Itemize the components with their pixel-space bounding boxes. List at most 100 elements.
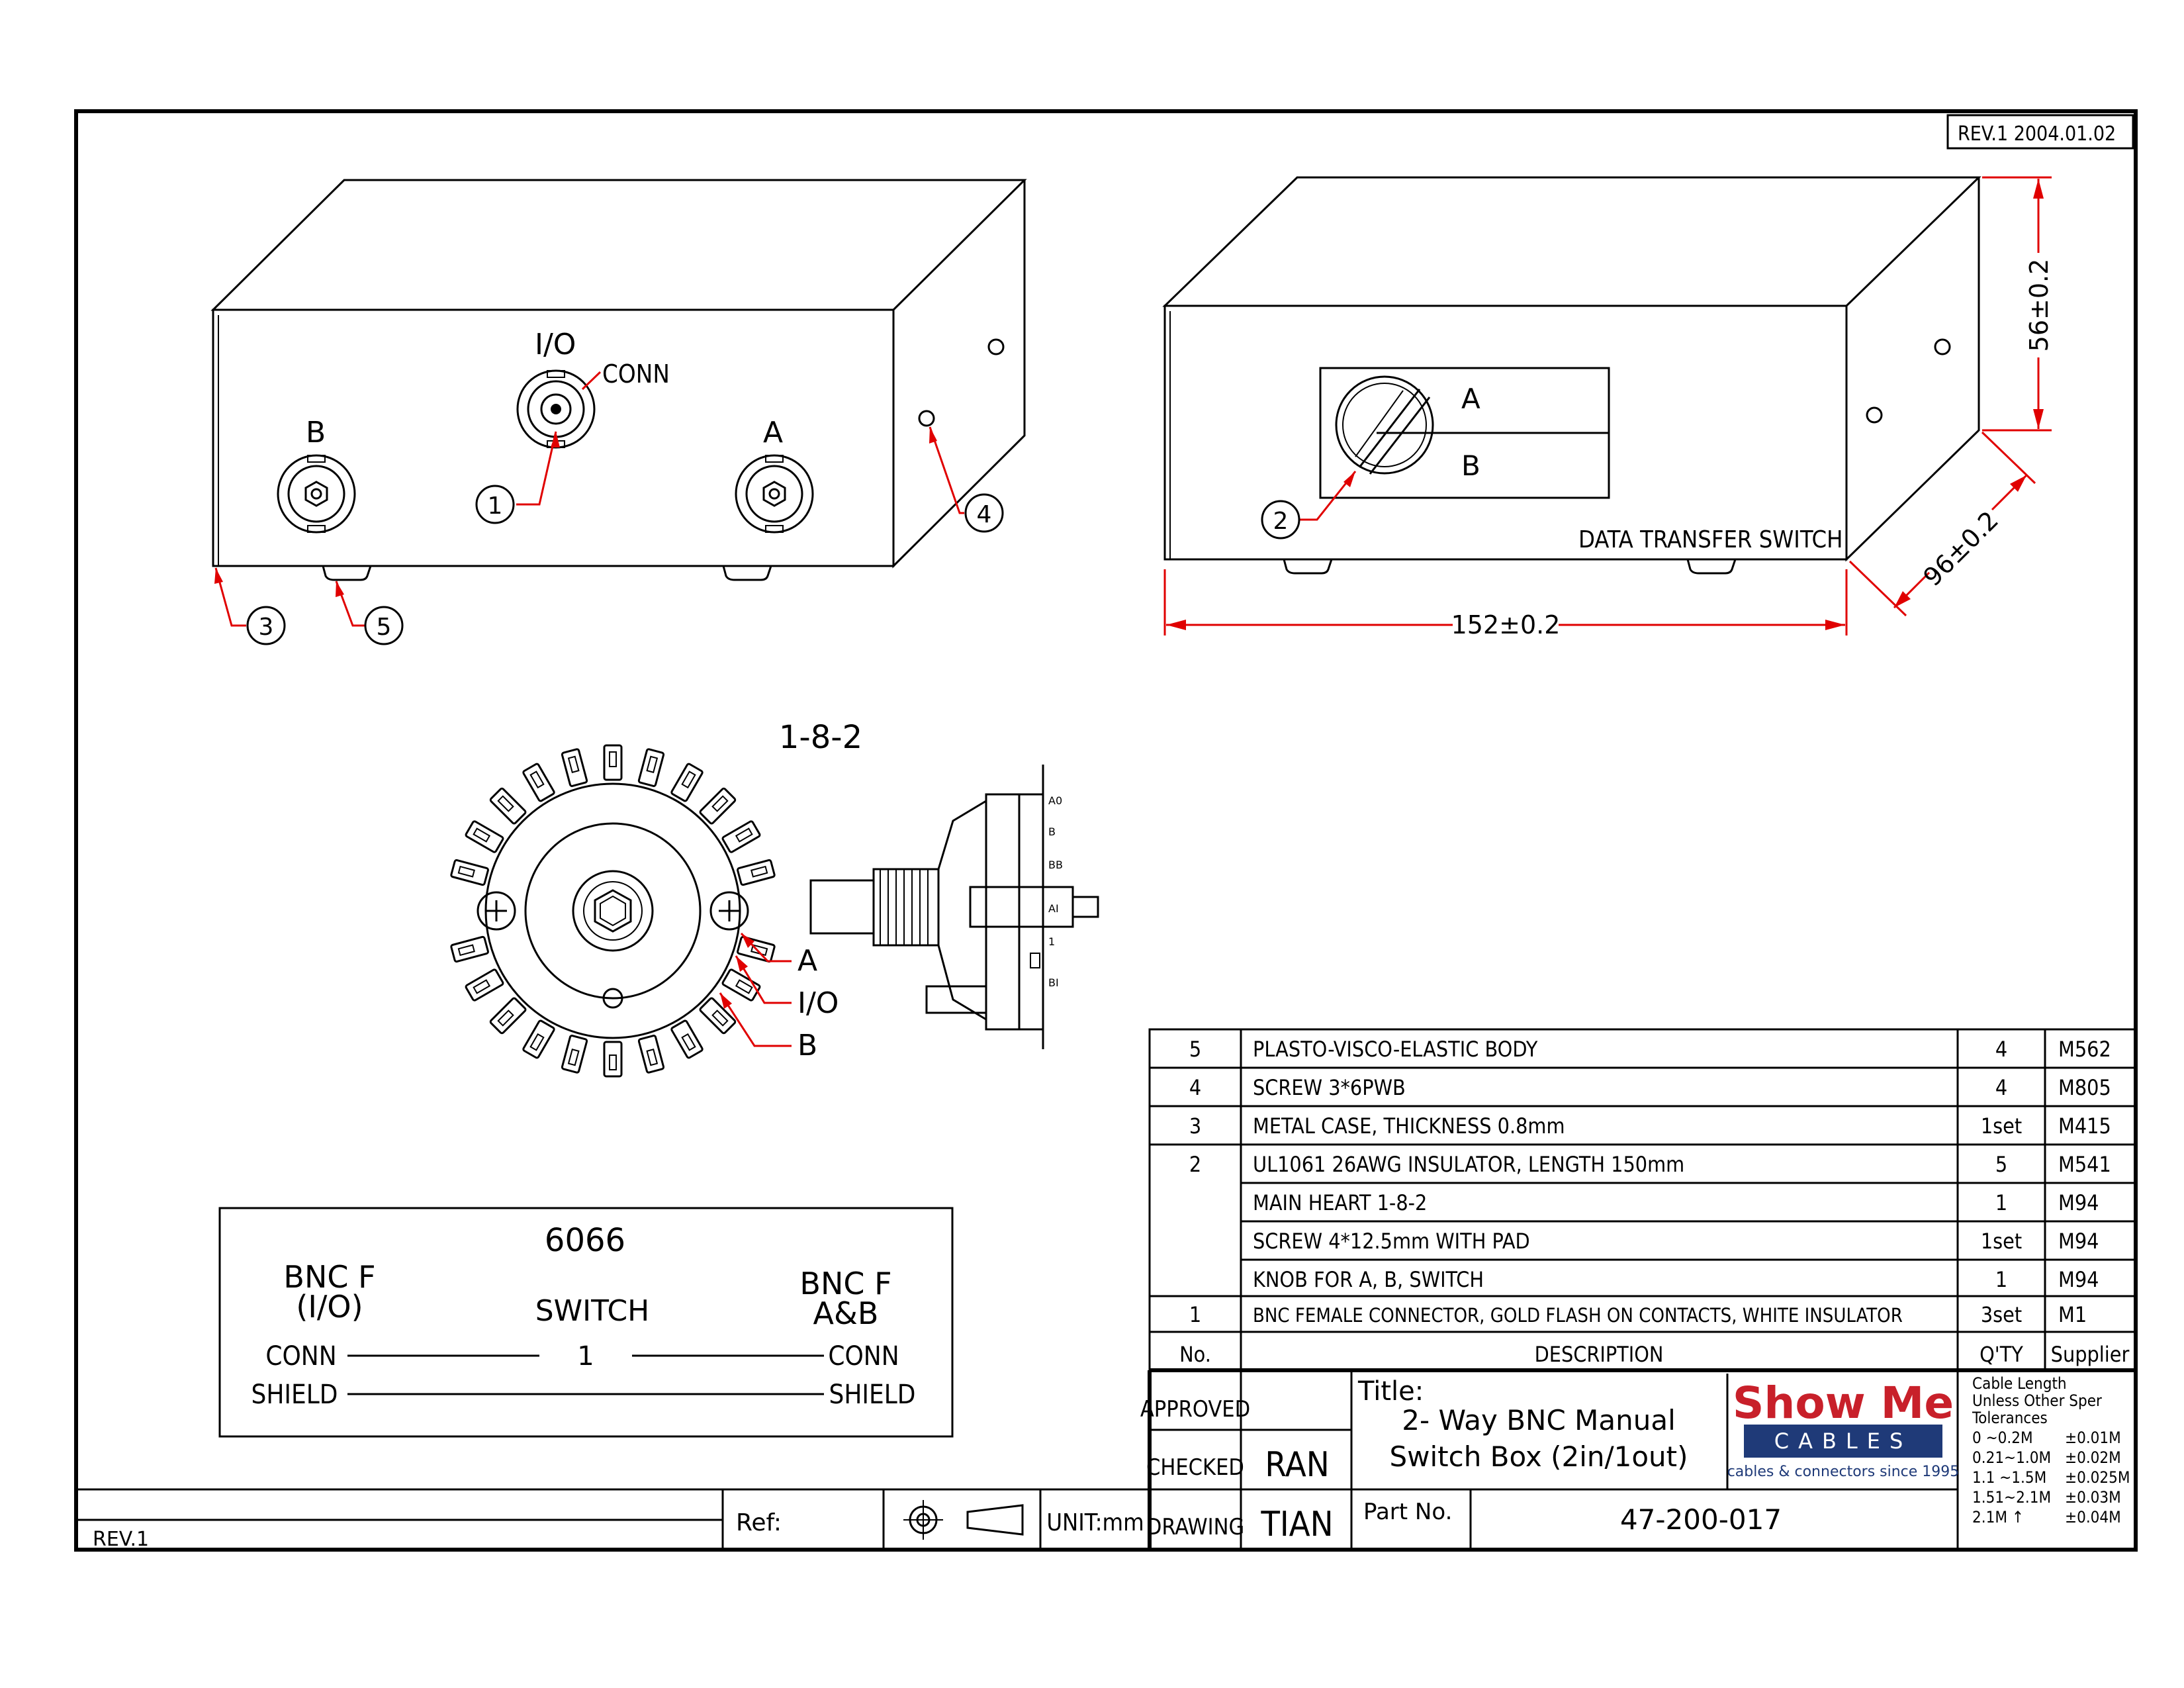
callout-b-terminal: B: [719, 992, 817, 1062]
switch-terminal: [737, 859, 776, 886]
revision-date: REV.1 2004.01.02: [1958, 122, 2116, 146]
bom-header-qty: Q'TY: [1979, 1342, 2023, 1367]
switch-terminal-hole: [529, 771, 545, 789]
svg-text:APPROVED: APPROVED: [1140, 1396, 1250, 1423]
tolerance-range: 2.1M ↑: [1972, 1508, 2024, 1526]
svg-text:BNC F: BNC F: [799, 1266, 891, 1301]
callout-5: 5: [335, 581, 404, 645]
bnc-b-connector: [277, 454, 356, 534]
svg-text:3: 3: [259, 614, 274, 641]
svg-text:cables & connectors since 1995: cables & connectors since 1995: [1727, 1464, 1960, 1480]
bom-row-supplier: M805: [2058, 1075, 2111, 1100]
switch-terminal-hole: [457, 865, 475, 878]
switch-terminal-hole: [497, 1009, 514, 1027]
svg-text:SHIELD: SHIELD: [251, 1380, 338, 1410]
svg-text:A&B: A&B: [813, 1295, 879, 1331]
switch-terminal: [465, 968, 504, 1002]
svg-text:A: A: [797, 944, 817, 978]
height-dimension: 56±0.2: [1982, 176, 2054, 432]
checked-by: RAN: [1265, 1445, 1329, 1485]
switch-terminal: [737, 935, 776, 963]
switch-terminal: [670, 1019, 704, 1059]
switch-terminal: [489, 787, 527, 825]
switch-terminal: [450, 935, 489, 963]
tolerance-table: Cable Length Unless Other Sper Tolerance…: [1972, 1374, 2130, 1526]
tolerance-value: ±0.02M: [2065, 1448, 2121, 1467]
svg-text:I/O: I/O: [797, 986, 839, 1020]
switch-terminal: [522, 1019, 555, 1059]
switch-terminal: [637, 748, 665, 787]
unit-label: UNIT:mm: [1046, 1509, 1144, 1536]
bom-row-desc: UL1061 26AWG INSULATOR, LENGTH 150mm: [1253, 1152, 1684, 1177]
tolerance-range: 0.21~1.0M: [1972, 1448, 2051, 1467]
projection-symbol-icon: [903, 1500, 1024, 1540]
bom-row-supplier: M94: [2058, 1267, 2099, 1292]
sheet-frame: [74, 109, 2138, 1552]
a-label: A: [763, 416, 783, 449]
bom-row-no: 5: [1189, 1037, 1201, 1062]
switch-terminal-hole: [711, 1009, 729, 1027]
svg-text:2: 2: [1273, 508, 1289, 535]
switch-terminal-hole: [681, 771, 696, 789]
bom-row-desc: PLASTO-VISCO-ELASTIC BODY: [1253, 1037, 1538, 1062]
svg-text:1: 1: [1048, 935, 1055, 948]
switch-terminal-hole: [751, 865, 768, 878]
switch-terminal-hole: [457, 944, 475, 957]
bom-row-qty: 3set: [1981, 1302, 2022, 1327]
bom-row-supplier: M541: [2058, 1152, 2111, 1177]
ref-label: Ref:: [736, 1509, 782, 1536]
panel-text: DATA TRANSFER SWITCH: [1578, 526, 1843, 553]
bom-row-desc: BNC FEMALE CONNECTOR, GOLD FLASH ON CONT…: [1253, 1304, 1903, 1327]
svg-text:Part No.: Part No.: [1363, 1499, 1452, 1525]
svg-text:Title:: Title:: [1357, 1376, 1424, 1407]
switch-terminal-hole: [681, 1033, 696, 1051]
svg-text:5: 5: [377, 614, 392, 641]
switch-terminal-hole: [497, 795, 514, 812]
drawn-by: TIAN: [1260, 1505, 1333, 1544]
bom-row-desc: METAL CASE, THICKNESS 0.8mm: [1253, 1113, 1565, 1139]
bom-header-supplier: Supplier: [2051, 1342, 2130, 1367]
svg-text:A0: A0: [1048, 794, 1062, 807]
sheet-rev: REV.1: [93, 1528, 149, 1551]
svg-text:B: B: [1048, 825, 1056, 838]
switch-a-label: A: [1461, 383, 1480, 415]
switch-terminal-hole: [711, 795, 729, 812]
switch-terminal-hole: [473, 827, 491, 843]
tolerance-range: 1.51~2.1M: [1972, 1488, 2051, 1507]
bom-row-desc: MAIN HEART 1-8-2: [1253, 1190, 1427, 1215]
svg-text:1: 1: [488, 492, 503, 520]
svg-text:CABLES: CABLES: [1774, 1429, 1913, 1454]
switch-terminal: [721, 968, 761, 1002]
switch-terminal-hole: [567, 1049, 580, 1066]
tolerance-value: ±0.01M: [2065, 1429, 2121, 1447]
svg-text:Tolerances: Tolerances: [1972, 1409, 2048, 1427]
callout-a-terminal: A: [740, 932, 817, 978]
switch-terminal-hole: [646, 755, 659, 773]
svg-text:96±0.2: 96±0.2: [1918, 506, 2005, 592]
tolerance-range: 1.1 ~1.5M: [1972, 1468, 2046, 1487]
bom-row-supplier: M562: [2058, 1037, 2111, 1062]
tolerance-value: ±0.04M: [2065, 1508, 2121, 1526]
show-me-cables-logo: Show Me CABLES cables & connectors since…: [1727, 1378, 1960, 1480]
bom-header-no: No.: [1179, 1342, 1211, 1367]
bom-row-desc: KNOB FOR A, B, SWITCH: [1253, 1267, 1484, 1292]
switch-terminal: [561, 1035, 588, 1074]
rotary-switch-detail: 1-8-2: [450, 719, 1099, 1078]
svg-text:1: 1: [577, 1341, 594, 1372]
bom-row-supplier: M94: [2058, 1190, 2099, 1215]
svg-text:DRAWING: DRAWING: [1146, 1514, 1244, 1540]
part-number: 47-200-017: [1620, 1503, 1782, 1536]
width-dimension: 152±0.2: [1163, 569, 1848, 639]
callout-io-terminal: I/O: [735, 955, 839, 1020]
switch-terminal-hole: [567, 755, 580, 773]
tolerance-value: ±0.025M: [2065, 1468, 2130, 1487]
wiring-diagram: 6066 BNC F (I/O) SWITCH BNC F A&B CONN 1…: [218, 1207, 954, 1438]
bom-row-qty: 1: [1995, 1267, 2007, 1292]
bom-row-no: 2: [1189, 1152, 1201, 1177]
switch-side-view: A0 B BB AI 1 BI: [809, 765, 1099, 1049]
bom-row-qty: 5: [1995, 1152, 2007, 1177]
switch-terminal: [603, 1041, 623, 1078]
svg-text:B: B: [797, 1029, 817, 1062]
